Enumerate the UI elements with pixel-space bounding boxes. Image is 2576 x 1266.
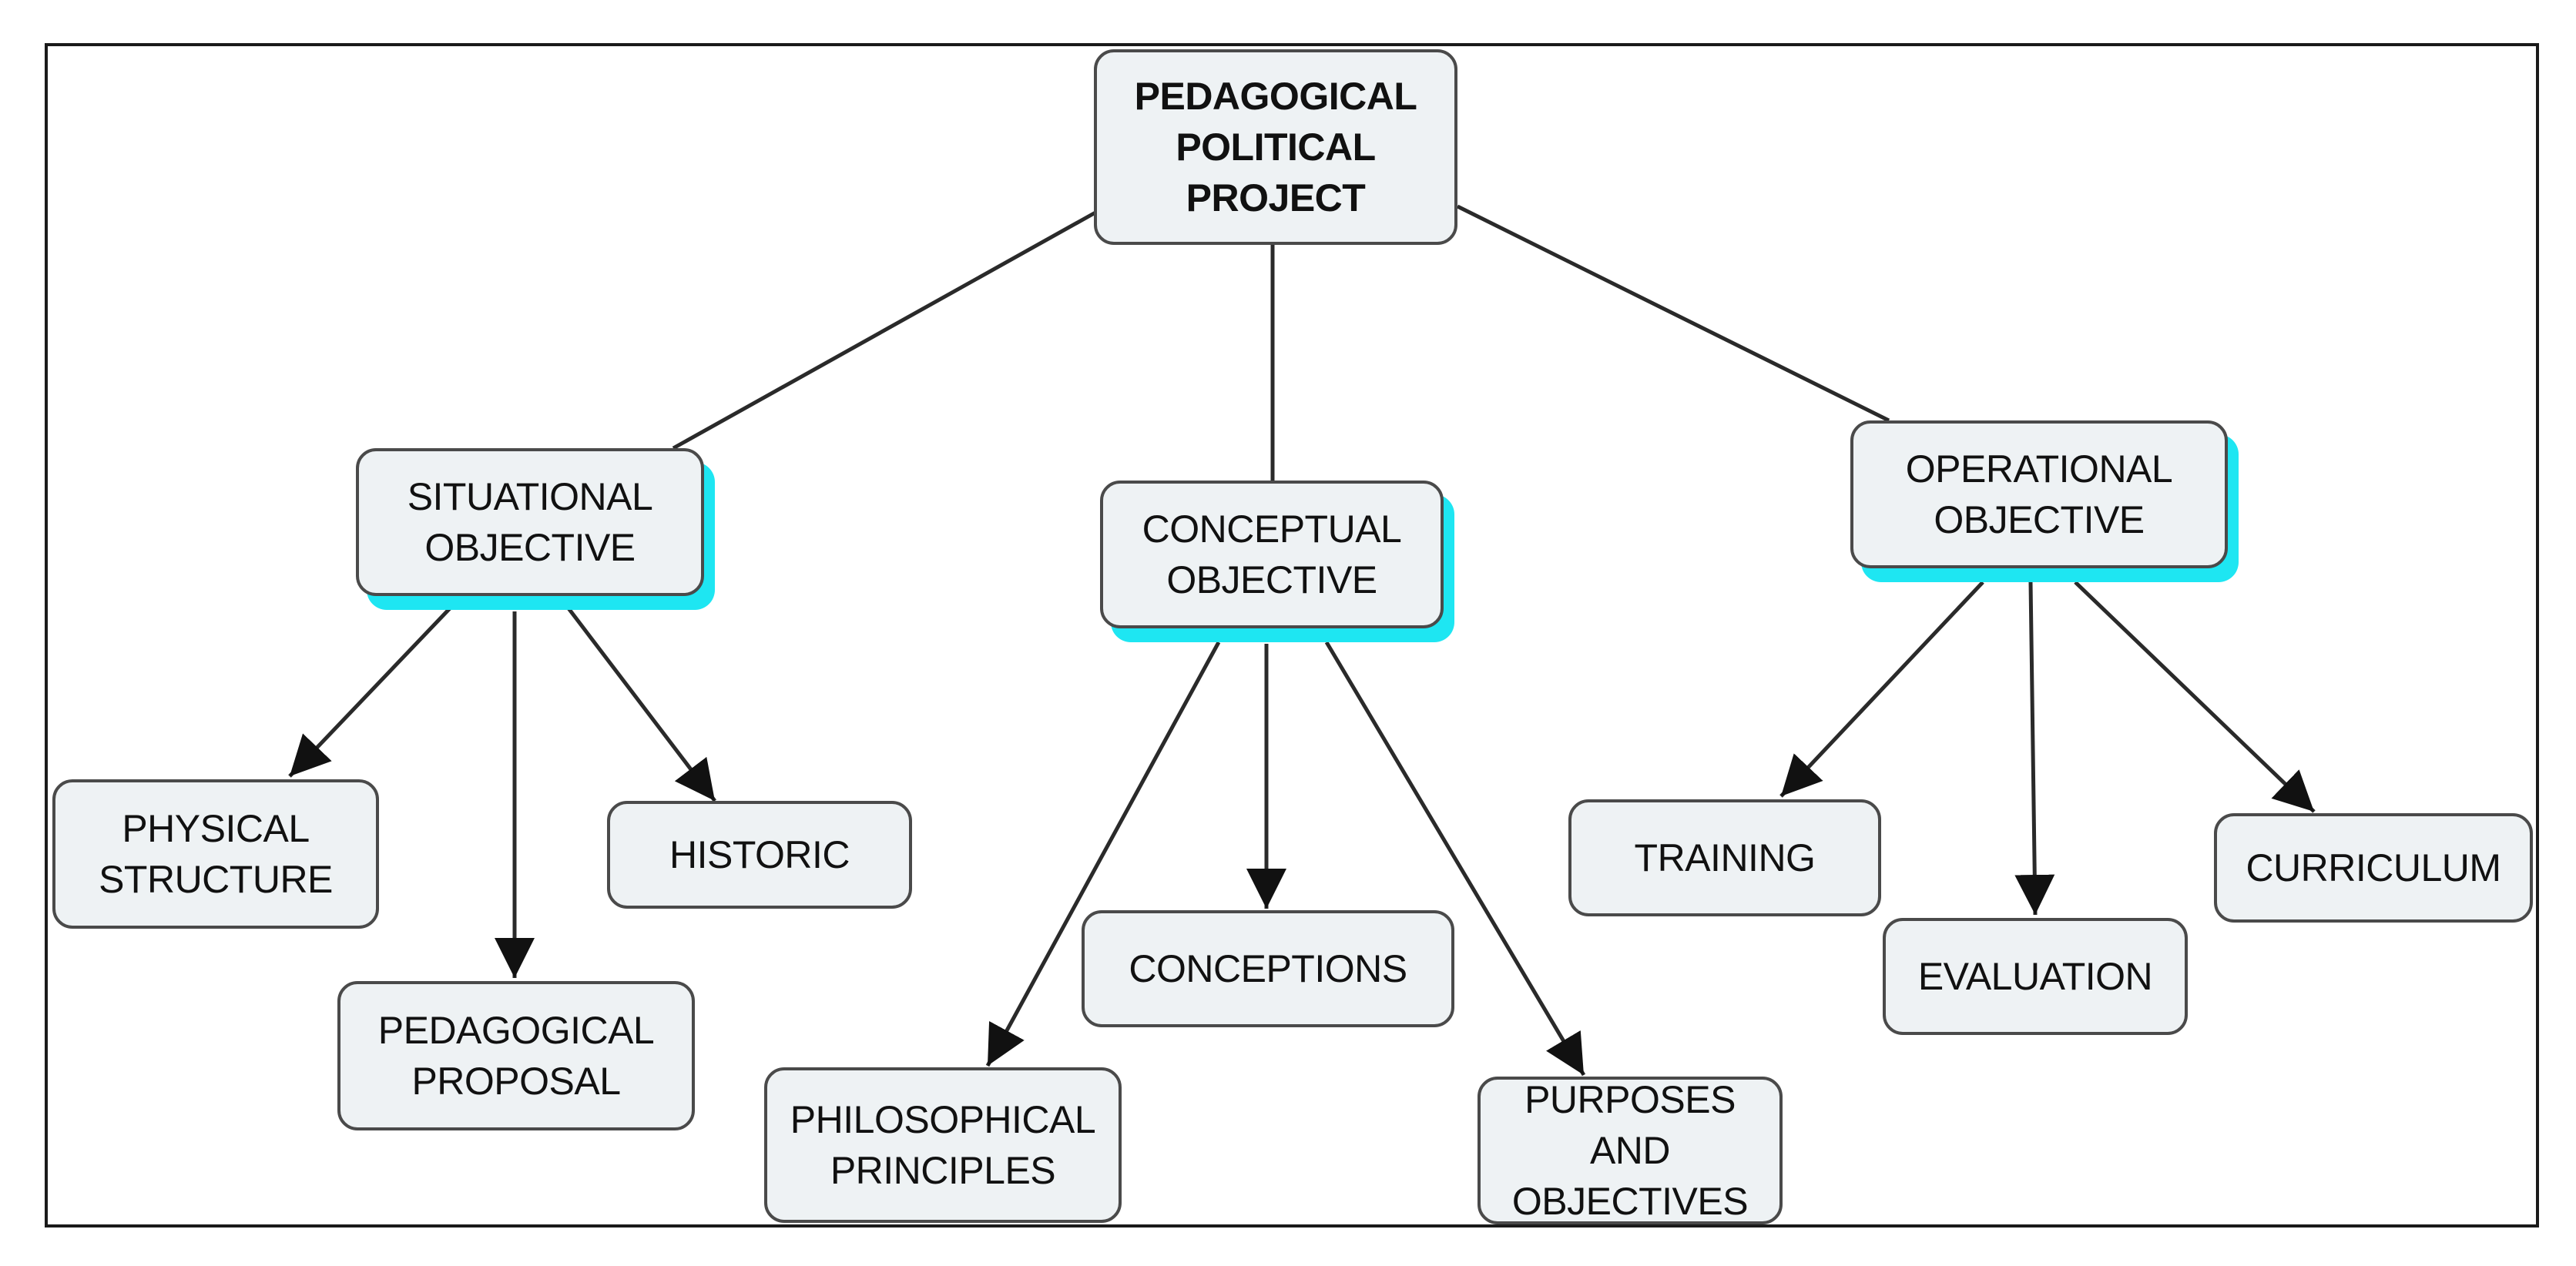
link-root-operational bbox=[1456, 204, 1890, 423]
node-physical-structure: PHYSICAL STRUCTURE bbox=[52, 779, 379, 929]
node-philosophical-principles: PHILOSOPHICAL PRINCIPLES bbox=[764, 1067, 1122, 1223]
link-operational-curriculum bbox=[2074, 581, 2316, 813]
node-historic: HISTORIC bbox=[607, 801, 912, 909]
node-situational-objective: SITUATIONAL OBJECTIVE bbox=[356, 448, 704, 596]
node-conceptions: CONCEPTIONS bbox=[1082, 910, 1454, 1027]
link-root-situational bbox=[672, 210, 1097, 450]
link-operational-evaluation bbox=[2014, 581, 2055, 916]
node-evaluation: EVALUATION bbox=[1883, 918, 2188, 1035]
link-situational-historic bbox=[567, 607, 716, 802]
node-pedagogical-political-project: PEDAGOGICAL POLITICAL PROJECT bbox=[1094, 49, 1457, 245]
node-pedagogical-proposal: PEDAGOGICAL PROPOSAL bbox=[337, 981, 695, 1130]
link-operational-training bbox=[1779, 581, 1984, 798]
node-conceptual-objective: CONCEPTUAL OBJECTIVE bbox=[1100, 481, 1444, 628]
node-curriculum: CURRICULUM bbox=[2214, 813, 2533, 923]
link-conceptual-purposes bbox=[1324, 641, 1586, 1077]
link-situational-physical bbox=[288, 607, 451, 778]
node-purposes-and-objectives: PURPOSES AND OBJECTIVES bbox=[1478, 1077, 1783, 1224]
link-conceptual-philosophical bbox=[985, 641, 1221, 1067]
node-operational-objective: OPERATIONAL OBJECTIVE bbox=[1850, 420, 2228, 568]
node-training: TRAINING bbox=[1568, 799, 1881, 916]
